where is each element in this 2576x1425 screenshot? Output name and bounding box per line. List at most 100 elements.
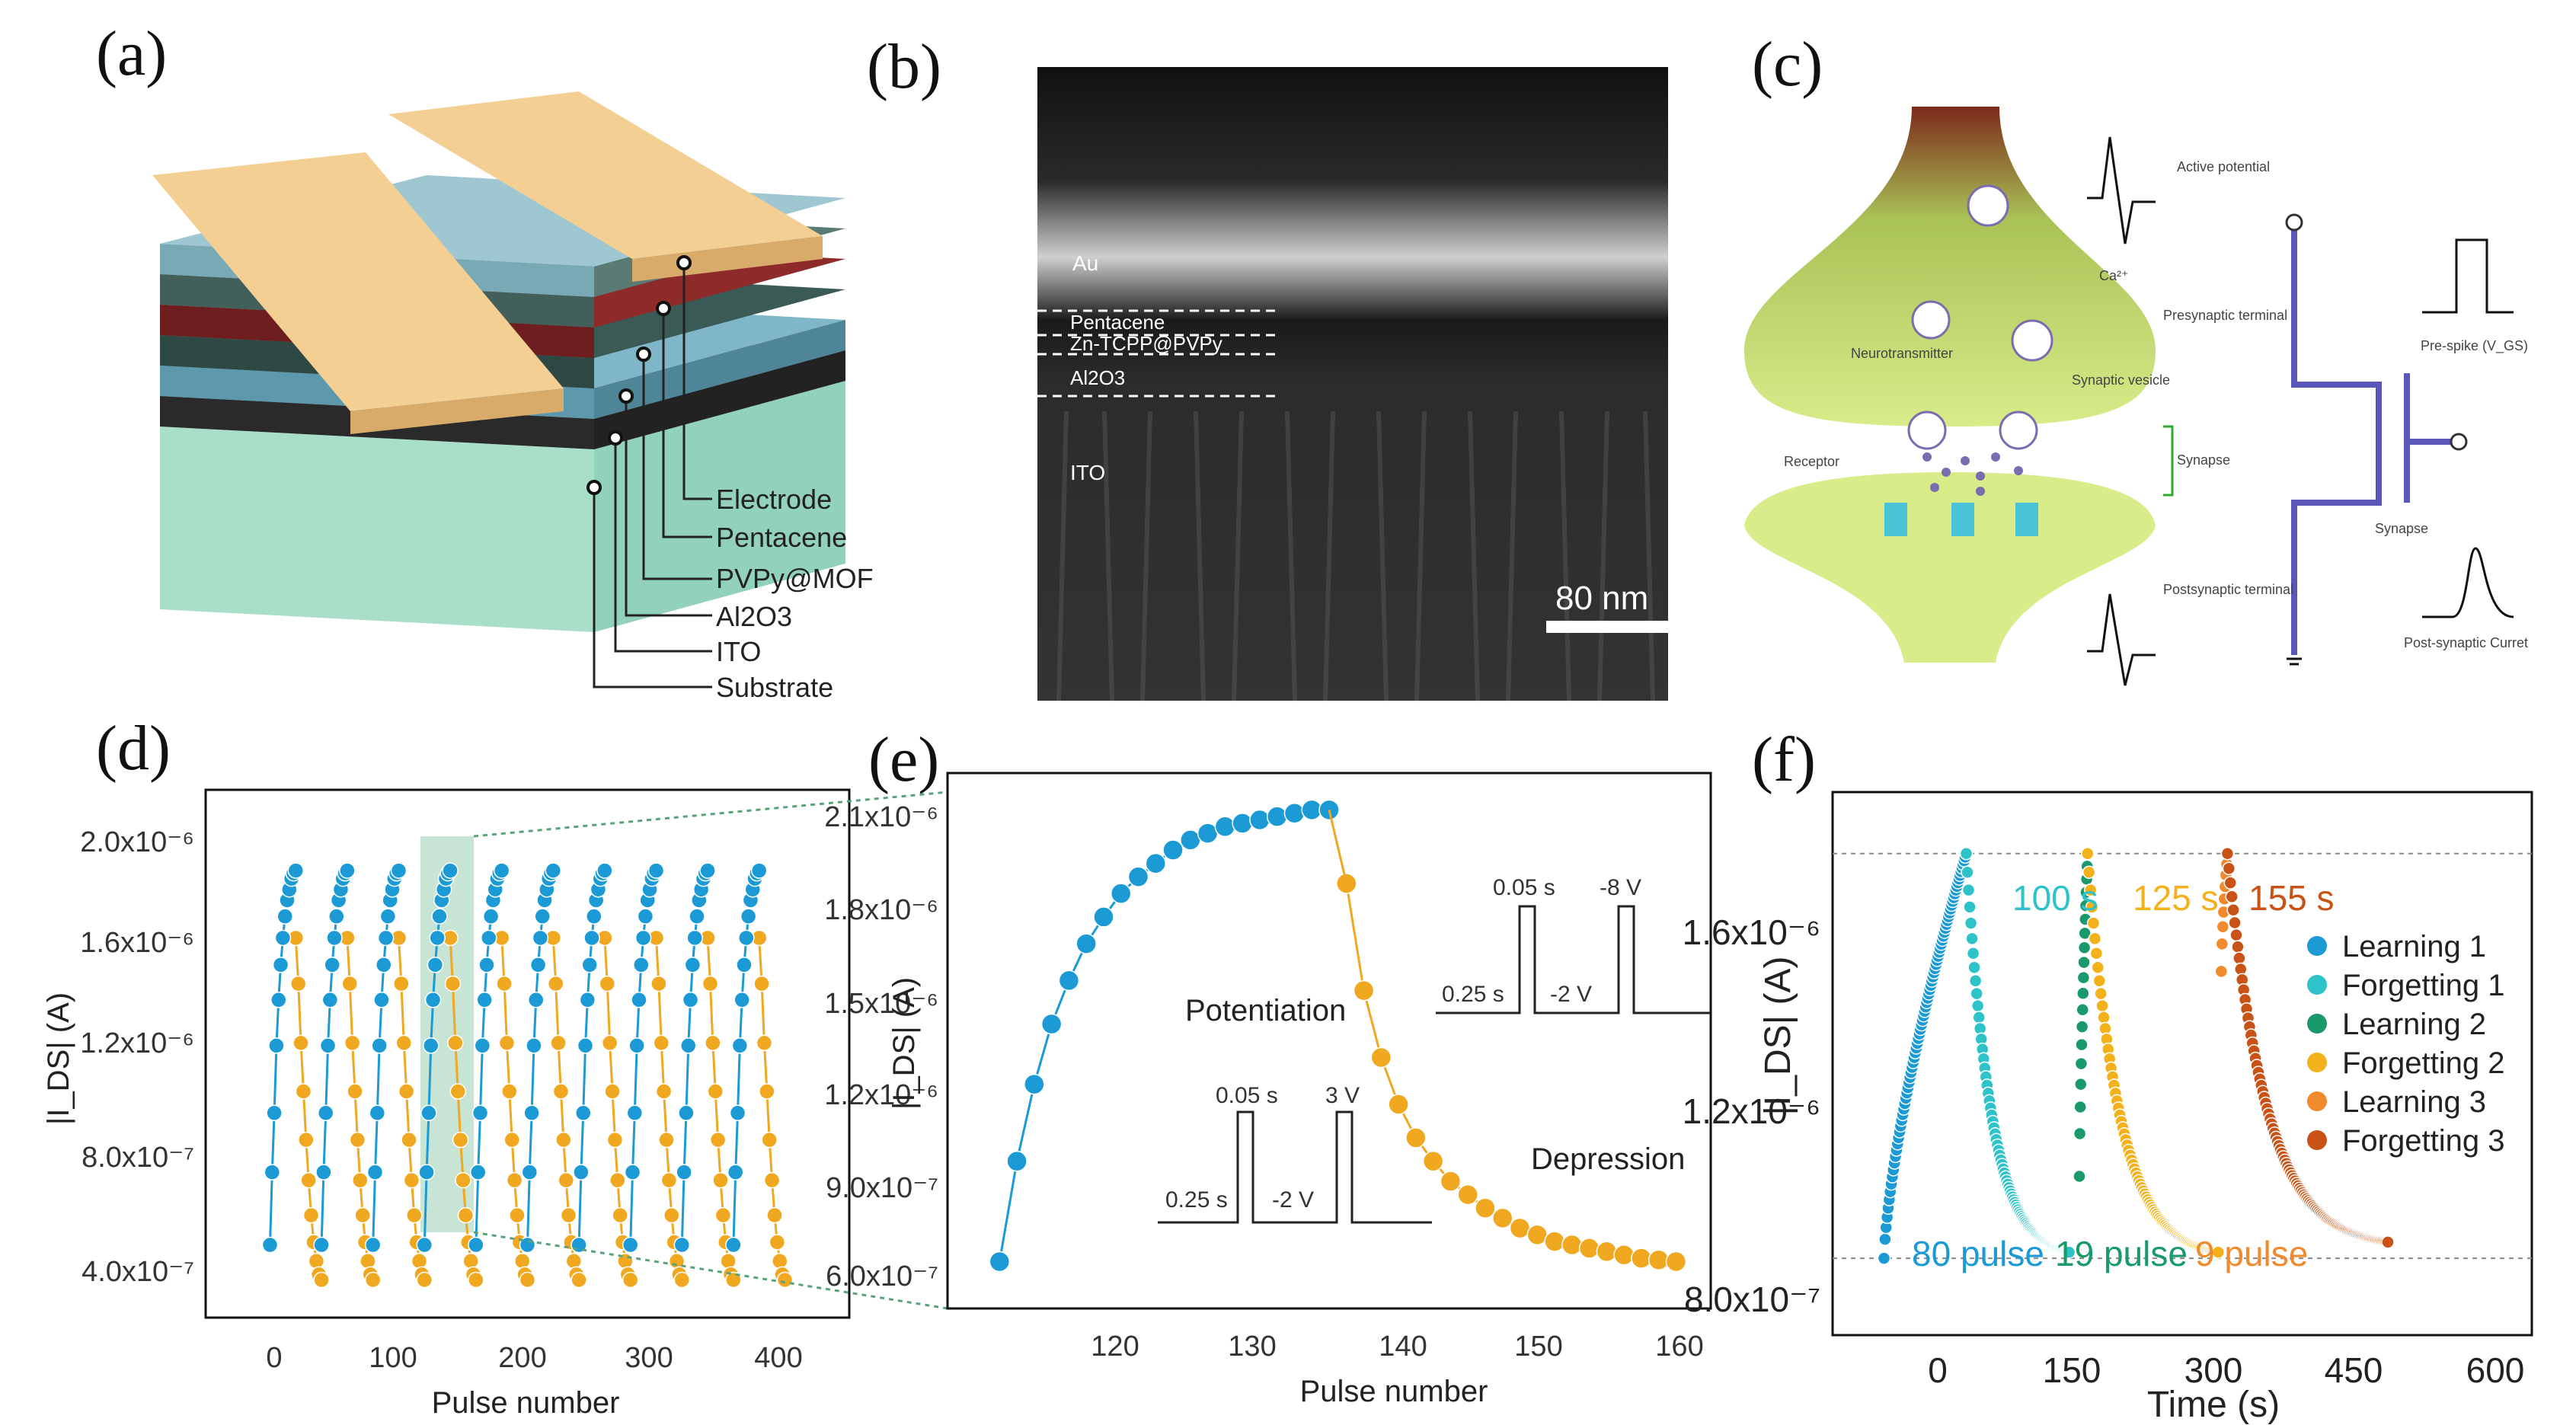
- plot-f-forgetting-point: [2081, 846, 2095, 861]
- plot-e-ytick: 1.8x10⁻⁶: [824, 894, 938, 926]
- plot-d-potentiation-line: [475, 870, 503, 1245]
- plot-d-potentiation-line: [320, 870, 349, 1245]
- plot-d-potentiation-point: [339, 862, 356, 879]
- plot-f-forgetting-point: [2094, 986, 2108, 1001]
- plot-f-learning-point: [2077, 941, 2092, 955]
- plot-d-depression-point: [506, 1171, 523, 1189]
- plot-d-potentiation-point: [633, 957, 650, 973]
- plot-d-depression-point: [289, 975, 307, 992]
- plot-d-potentiation-point: [328, 908, 345, 925]
- plot-f-ytick: 8.0x10⁻⁷: [1684, 1280, 1820, 1319]
- plot-f-xtick: 450: [2325, 1350, 2383, 1390]
- plot-d-depression-point: [300, 1171, 317, 1189]
- plot-e-point: [1440, 1171, 1462, 1192]
- plot-f-ytick: 1.2x10⁻⁶: [1683, 1091, 1820, 1131]
- plot-d-depression-point: [393, 975, 410, 992]
- plot-e-ytick: 2.1x10⁻⁶: [824, 801, 938, 833]
- plot-d-depression-point: [462, 1253, 479, 1270]
- plot-d-depression-point: [763, 1171, 781, 1189]
- plot-d-depression-point: [702, 975, 719, 992]
- plot-f-forgetting-point: [1970, 998, 1985, 1013]
- label-post-synaptic-current: Post-synaptic Curret: [2404, 635, 2528, 650]
- sem-image: [1037, 67, 1668, 701]
- plot-f-forgetting-point: [2381, 1235, 2395, 1249]
- plot-d-data: [261, 862, 794, 1289]
- plot-d-depression-point: [725, 1271, 742, 1289]
- plot-e-point: [1024, 1073, 1045, 1095]
- plot-d-potentiation-point: [442, 862, 459, 879]
- label-neurotransmitter: Neurotransmitter: [1851, 346, 1953, 361]
- plot-f-forgetting-point: [2082, 865, 2096, 879]
- layer-label-ito: ITO: [716, 636, 761, 667]
- plot-e-point: [1075, 933, 1097, 954]
- plot-f-annotation-155s: 155 s: [2248, 878, 2335, 918]
- plot-d-depression-point: [354, 1206, 371, 1224]
- plot-d-potentiation-point: [529, 957, 547, 973]
- plot-f-forgetting-point: [2226, 903, 2240, 917]
- label-synaptic-vesicle: Synaptic vesicle: [2072, 372, 2170, 388]
- plot-d-potentiation-point: [581, 957, 598, 973]
- plot-d-potentiation-point: [373, 992, 390, 1008]
- plot-d-potentiation-point: [364, 1236, 382, 1254]
- plot-d-potentiation-point: [270, 992, 287, 1008]
- plot-f-learning-point: [2073, 1126, 2087, 1141]
- layer-label-pentacene: Pentacene: [716, 522, 847, 553]
- plot-d-xtick: 100: [369, 1342, 417, 1374]
- plot-d-potentiation-point: [424, 992, 442, 1008]
- plot-f-forgetting-point: [2089, 947, 2104, 960]
- layer-leader-dots: [586, 255, 692, 495]
- plot-f-y-ticks: 8.0x10⁻⁷ 1.2x10⁻⁶ 1.6x10⁻⁶: [1683, 912, 1820, 1319]
- plot-d-depression-point: [292, 1034, 309, 1052]
- plot-d-potentiation-point: [680, 1037, 697, 1054]
- plot-d-depression-point: [570, 1271, 587, 1289]
- plot-d-depression-point: [558, 1171, 574, 1189]
- legend-learning-1: Learning 1: [2342, 930, 2486, 963]
- plot-d-potentiation-point: [481, 929, 497, 947]
- plot-d-potentiation-point: [673, 1236, 691, 1254]
- legend-forgetting-2: Forgetting 2: [2342, 1046, 2504, 1080]
- panel-label-b: (b): [867, 31, 941, 102]
- plot-d-potentiation-point: [573, 1164, 590, 1181]
- plot-d-potentiation-point: [469, 1164, 487, 1181]
- plot-f-forgetting-point: [2095, 998, 2109, 1013]
- plot-e-annotation-potentiation: Potentiation: [1185, 994, 1346, 1027]
- plot-f-forgetting-point: [2092, 974, 2106, 988]
- plot-d-potentiation-point: [521, 1164, 539, 1181]
- plot-f-learning-point: [2074, 1056, 2089, 1071]
- plot-d-depression-point: [547, 975, 564, 992]
- plot-d-depression-point: [761, 1131, 778, 1149]
- plot-f-forgetting-point: [1961, 883, 1976, 897]
- plot-f-xtick: 600: [2466, 1350, 2525, 1390]
- plot-d-xlabel: Pulse number: [432, 1386, 620, 1420]
- plot-d-depression-point: [313, 1271, 330, 1289]
- plot-d-potentiation-point: [276, 908, 293, 925]
- label-receptor: Receptor: [1784, 454, 1839, 469]
- plot-d-depression-point: [308, 1253, 325, 1270]
- plot-e-ytick: 1.2x10⁻⁶: [824, 1079, 938, 1111]
- plot-d-potentiation-point: [626, 1104, 644, 1122]
- plot-d-potentiation-point: [431, 908, 448, 925]
- plot-d-depression-point: [457, 1206, 475, 1224]
- device-schematic: [152, 91, 845, 632]
- plot-d-depression-point: [601, 1034, 618, 1052]
- plot-d-depression-point: [707, 1083, 724, 1100]
- plot-f-learning-point: [2076, 970, 2091, 985]
- plot-d-potentiation-point: [523, 1104, 540, 1122]
- plot-d-potentiation-point: [379, 908, 397, 925]
- plot-d-depression-point: [609, 1171, 626, 1189]
- plot-d-depression-point: [658, 1131, 675, 1149]
- plot-f-ytick: 1.6x10⁻⁶: [1683, 912, 1820, 952]
- plot-e-point: [1058, 970, 1080, 992]
- plot-d-xtick: 0: [266, 1342, 282, 1374]
- plot-f-forgetting-point: [1959, 846, 1974, 861]
- plot-f-learning-point: [2075, 1037, 2089, 1052]
- inset-2-label-amplitude: -8 V: [1600, 875, 1641, 900]
- legend-marker: [2307, 1014, 2327, 1034]
- inset-1-label-amplitude: 3 V: [1325, 1083, 1360, 1108]
- plot-d-depression-point: [673, 1271, 691, 1289]
- plot-d-depression-point: [501, 1083, 518, 1100]
- plot-e-xtick: 150: [1514, 1331, 1562, 1363]
- plot-d-depression-point: [604, 1083, 621, 1100]
- plot-e-series-line: [1345, 883, 1676, 1263]
- plot-e-point: [1405, 1127, 1427, 1149]
